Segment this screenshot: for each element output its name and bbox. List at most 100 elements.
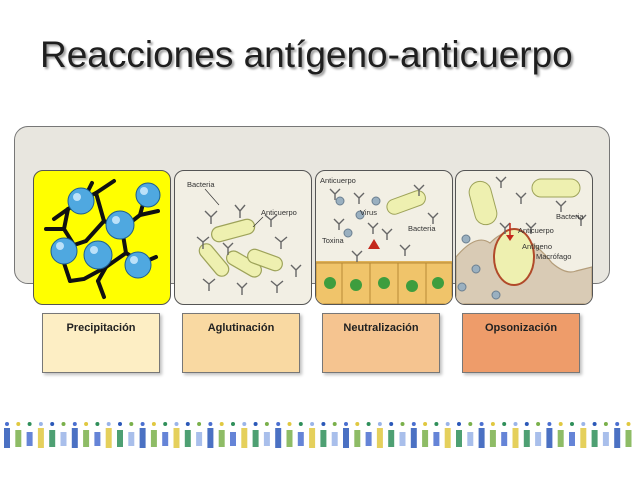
strip-dot [524,422,529,426]
strip-glyph [410,428,417,448]
strip-glyph [365,432,372,446]
strip-glyph [501,432,508,446]
strip-glyph [94,432,101,446]
strip-glyph [297,432,304,446]
strip-dot [355,422,360,426]
virus-particles [335,196,381,238]
strip-dot [490,422,495,426]
strip-glyph [4,428,10,448]
strip-glyph [343,428,349,448]
strip-dot [332,422,337,426]
label-anticuerpo: Anticuerpo [261,208,297,217]
strip-glyph [489,430,496,447]
label-macrofago: Macrófago [536,252,571,261]
panel-aglutinacion: Bacteria Anticuerpo [174,170,312,305]
strip-dot [389,422,394,426]
strip-dot [208,422,213,426]
strip-glyph [60,432,67,446]
strip-glyph [478,428,485,448]
strip-dot [400,422,405,426]
strip-glyph [263,432,270,446]
panel-neutralizacion: Anticuerpo Virus Bacteria Toxina [315,170,453,305]
strip-glyph [162,432,169,446]
strip-glyph [456,430,462,447]
label-bacteria: Bacteria [556,212,584,221]
strip-dot [615,422,620,426]
strip-glyph [388,430,395,447]
label-box-opsonizacion: Opsonización [462,313,580,373]
strip-dot [310,422,315,426]
strip-dot [558,422,563,426]
strip-dot [468,422,473,426]
label-box-aglutinacion: Aglutinación [182,313,300,373]
strip-glyph [614,428,621,448]
strip-dot [377,422,382,426]
strip-glyph [207,428,214,448]
strip-glyph [512,428,519,448]
strip-dot [140,422,145,426]
label-box-precipitacion: Precipitación [42,313,160,373]
toxin-triangle [368,239,380,249]
aglutinacion-label: Aglutinación [207,322,275,334]
strip-glyph [15,430,22,447]
strip-dot [16,422,21,426]
strip-glyph [184,430,191,447]
strip-glyph [546,428,553,448]
strip-glyph [354,430,361,447]
strip-glyph [433,432,440,446]
strip-dot [298,422,303,426]
strip-dot [344,422,348,426]
strip-glyph [117,430,123,447]
strip-glyph [150,430,157,447]
strip-glyph [71,428,78,448]
strip-glyph [625,430,632,447]
label-box-neutralizacion: Neutralización [322,313,440,373]
strip-glyph [467,432,474,446]
strip-dot [592,422,597,426]
strip-dot [411,422,416,426]
bacteria-rod [386,190,426,215]
strip-glyph [569,432,575,446]
strip-glyph [591,430,598,447]
opsonizacion-illustration: Bacteria Anticuerpo Antígeno Macrófago [456,176,592,304]
strip-dot [61,422,66,426]
strip-dot [106,422,111,426]
bacteria-rod-1 [468,180,498,226]
strip-glyph [557,430,564,447]
strip-dot [50,422,55,426]
neutralizacion-illustration: Anticuerpo Virus Bacteria Toxina [316,176,452,304]
strip-dot [603,422,608,426]
strip-dot [219,422,224,426]
strip-glyph [580,428,587,448]
strip-glyph [196,432,203,446]
strip-dot [547,422,552,426]
neutralizing-antibodies [329,184,439,262]
strip-glyph [535,432,542,446]
strip-dot [242,422,247,426]
bacteria-rods [198,218,283,278]
strip-glyph [173,428,180,448]
strip-dot [287,422,292,426]
strip-dot [276,422,281,426]
strip-dot [253,422,258,426]
strip-dot [95,422,100,426]
strip-glyph [252,430,259,447]
agglutinin-antibodies [196,204,302,295]
label-bacteria: Bacteria [187,180,215,189]
strip-dot [174,422,179,426]
strip-glyph [376,428,383,448]
strip-dot [423,422,428,426]
strip-dot [321,422,326,426]
strip-dot [626,422,631,426]
slide-title: Reacciones antígeno-anticuerpo [40,34,573,75]
precipitacion-illustration [44,179,161,299]
strip-glyph [331,432,338,446]
strip-glyph [275,428,282,448]
label-antigeno: Antígeno [522,242,552,251]
strip-dot [197,422,202,426]
strip-glyph [241,428,248,448]
strip-dot [479,422,484,426]
strip-dot [84,422,89,426]
strip-glyph [286,430,293,447]
engulfed-bacterium [493,228,535,286]
